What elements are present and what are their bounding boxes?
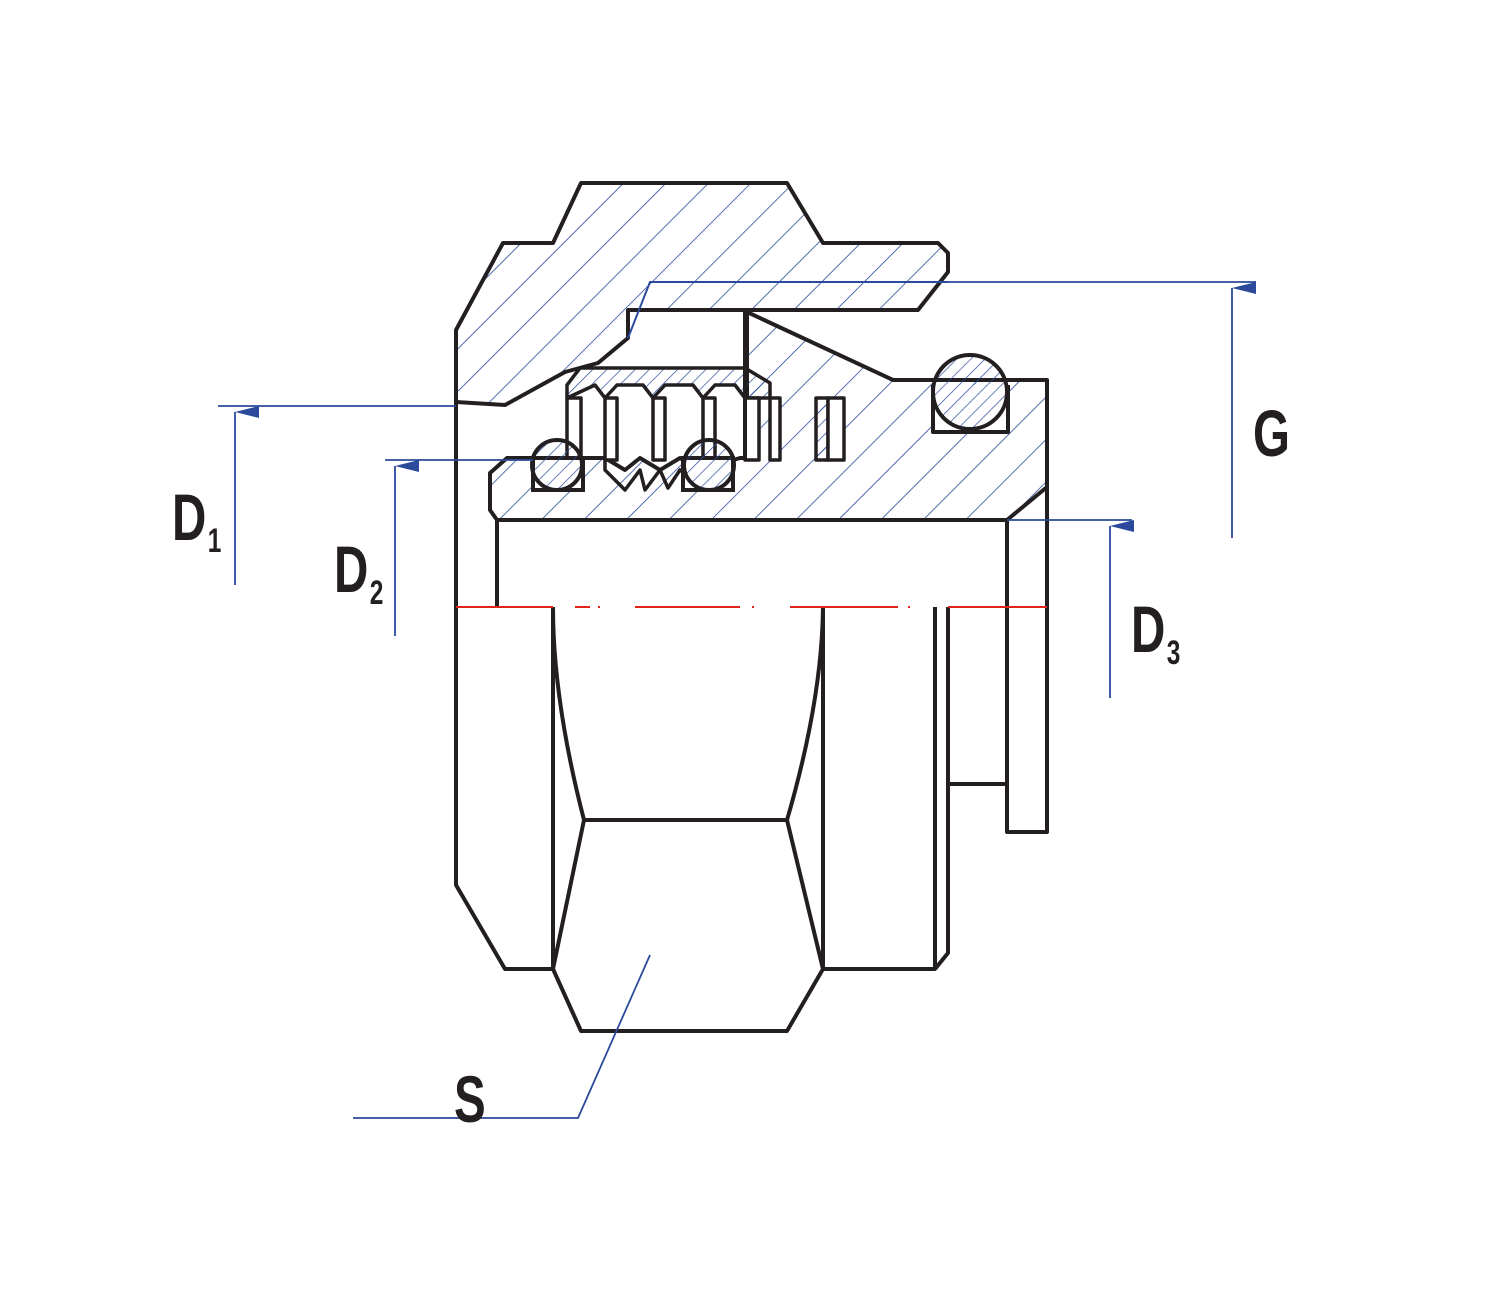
d3-label: D3 <box>1131 596 1180 670</box>
d1-label-sub: 1 <box>207 521 222 560</box>
d2-label-sub: 2 <box>369 573 384 612</box>
g-label-text: G <box>1253 396 1290 470</box>
dimension-lines <box>218 281 1256 1119</box>
d1-label: D1 <box>172 484 221 558</box>
s-leader-line <box>353 954 651 1119</box>
d3-label-main: D <box>1131 592 1166 666</box>
o-ring-right <box>931 353 1009 431</box>
nut-section <box>454 181 950 407</box>
g-label: G <box>1253 400 1290 466</box>
d2-label-main: D <box>334 532 369 606</box>
o-ring-middle <box>682 438 736 492</box>
o-rings <box>530 353 1009 492</box>
o-ring-left <box>530 438 584 492</box>
d1-label-main: D <box>172 480 207 554</box>
s-label: S <box>454 1066 486 1132</box>
d2-label: D2 <box>334 536 383 610</box>
d3-label-sub: 3 <box>1166 633 1181 672</box>
s-label-text: S <box>454 1062 486 1136</box>
body-outline <box>454 310 1049 1033</box>
